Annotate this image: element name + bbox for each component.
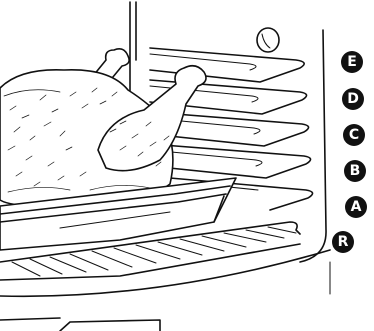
rack-support-e [150,48,304,82]
oven-light [257,28,279,52]
rack-label-e: E [347,54,357,70]
rack-label-c: C [349,127,359,143]
rack-position-labels: E D C B A R [332,51,367,253]
oven-front-frame [0,250,330,331]
rack-support-b [150,144,311,178]
rack-label-b: B [350,163,361,179]
rack-position-d: D [342,88,364,110]
rack-label-d: D [347,91,359,107]
rack-position-r: R [332,231,354,253]
rack-position-a: A [345,196,367,218]
rack-position-b: B [344,160,366,182]
rack-label-r: R [338,234,349,250]
rack-label-a: A [351,199,362,215]
rack-position-e: E [341,51,363,73]
rack-position-c: C [343,124,365,146]
